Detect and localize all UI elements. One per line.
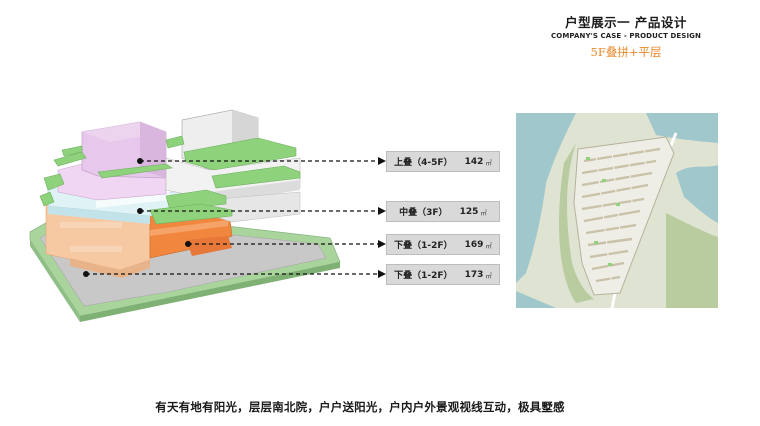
map-vegetation bbox=[559, 143, 718, 308]
label-upper-unit: 上叠（4-5F） 142 ㎡ bbox=[386, 151, 500, 172]
label-unit: ㎡ bbox=[485, 158, 492, 167]
header: 户型展示一 产品设计 COMPANY'S CASE - PRODUCT DESI… bbox=[526, 12, 726, 60]
label-name: 下叠（1-2F） bbox=[394, 241, 453, 251]
label-lower-unit-a: 下叠（1-2F） 169 ㎡ bbox=[386, 234, 500, 255]
label-unit: ㎡ bbox=[485, 271, 492, 280]
upper-unit bbox=[57, 121, 167, 201]
label-middle-unit: 中叠（3F） 125 ㎡ bbox=[386, 201, 500, 222]
label-area: 125 bbox=[459, 206, 479, 217]
label-unit: ㎡ bbox=[480, 208, 487, 217]
map-roof-accents bbox=[586, 157, 620, 266]
caption: 有天有地有阳光，层层南北院，户户送阳光，户内户外景观视线互动，极具墅感 bbox=[155, 400, 565, 414]
green-terraces bbox=[39, 135, 301, 225]
page-title: 户型展示一 产品设计 bbox=[565, 15, 687, 30]
leader-arrowheads bbox=[378, 157, 386, 278]
label-name: 中叠（3F） bbox=[399, 208, 448, 218]
leader-dots bbox=[83, 158, 191, 277]
site-plan-map bbox=[516, 113, 718, 308]
label-area: 142 bbox=[464, 156, 484, 167]
page-subtitle: COMPANY'S CASE - PRODUCT DESIGN bbox=[551, 32, 701, 40]
map-water bbox=[516, 113, 718, 308]
label-name: 上叠（4-5F） bbox=[394, 158, 453, 168]
label-area: 173 bbox=[464, 269, 484, 280]
label-unit: ㎡ bbox=[485, 241, 492, 250]
map-building-dividers bbox=[595, 142, 647, 290]
label-lower-unit-b: 下叠（1-2F） 173 ㎡ bbox=[386, 264, 500, 285]
leader-lines bbox=[86, 160, 380, 275]
product-variant: 5F叠拼+平层 bbox=[590, 45, 662, 59]
label-area: 169 bbox=[464, 239, 484, 250]
label-name: 下叠（1-2F） bbox=[394, 271, 453, 281]
